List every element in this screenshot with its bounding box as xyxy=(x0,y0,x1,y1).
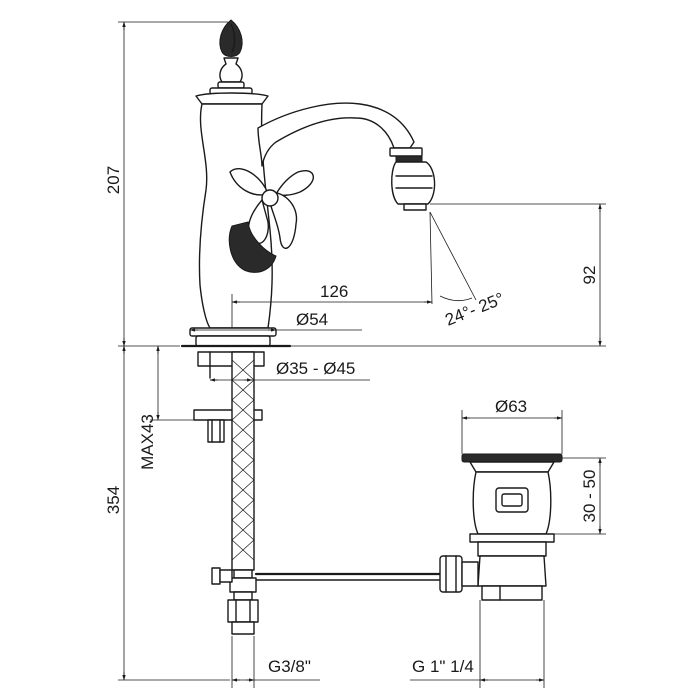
label-hole-diameter: Ø35 - Ø45 xyxy=(276,359,355,378)
mixer-body xyxy=(180,19,436,348)
dimension-lines xyxy=(118,21,606,688)
hose-braid xyxy=(231,359,255,561)
lever-handle xyxy=(229,167,314,250)
under-counter-assembly xyxy=(193,351,442,635)
label-spout-height: 92 xyxy=(580,266,599,285)
label-base-diameter: Ø54 xyxy=(296,310,328,329)
pivot-nut xyxy=(439,555,463,593)
pop-up-waste xyxy=(439,453,563,601)
label-total-height-upper: 207 xyxy=(104,166,123,194)
spout xyxy=(257,102,415,167)
fixing-plate xyxy=(193,409,263,421)
cartridge xyxy=(228,221,277,273)
finial-neck xyxy=(219,57,243,83)
base-ring xyxy=(189,327,277,337)
waste-flange xyxy=(461,453,563,463)
label-waste-thread: G 1" 1/4 xyxy=(412,657,474,676)
spout-collar xyxy=(389,147,423,157)
label-spout-reach: 126 xyxy=(320,282,348,301)
label-inlet-thread: G3/8" xyxy=(268,657,311,676)
label-total-height-lower: 354 xyxy=(104,486,123,514)
label-spray-angle: 24°- 25° xyxy=(442,289,506,330)
label-waste-height: 30 - 50 xyxy=(580,470,599,523)
aerator-swivel xyxy=(391,161,436,205)
label-waste-diameter: Ø63 xyxy=(495,397,527,416)
label-max-counter-thickness: MAX43 xyxy=(138,414,157,470)
finial-knob xyxy=(219,19,243,57)
